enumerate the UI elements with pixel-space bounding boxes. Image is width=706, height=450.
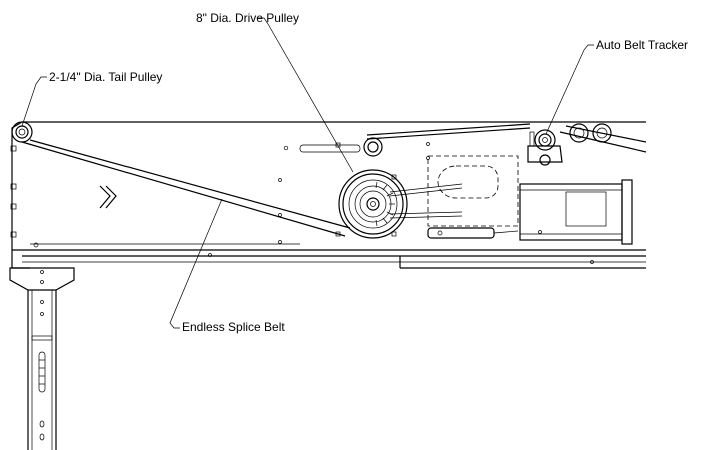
snub-pulley <box>299 137 383 157</box>
tail-pulley-leader <box>21 76 47 127</box>
idler-pulleys <box>569 123 612 143</box>
endless-splice-belt <box>21 123 647 237</box>
drive-pulley-leader <box>257 17 354 173</box>
conveyor-frame <box>10 121 646 269</box>
guard-bracket <box>99 185 117 209</box>
drive-motor <box>427 155 633 245</box>
auto-belt-tracker <box>527 129 563 166</box>
auto-belt-tracker-leader <box>545 44 594 135</box>
leader-lines <box>21 17 594 329</box>
drive-pulley <box>338 169 463 239</box>
tail-pulley-label: 2-1/4" Dia. Tail Pulley <box>49 70 162 84</box>
endless-splice-belt-label: Endless Splice Belt <box>182 320 285 334</box>
auto-belt-tracker-label: Auto Belt Tracker <box>596 38 688 52</box>
drive-pulley-label: 8" Dia. Drive Pulley <box>196 11 299 25</box>
support-stand <box>9 267 75 450</box>
splice-belt-leader <box>169 198 223 329</box>
